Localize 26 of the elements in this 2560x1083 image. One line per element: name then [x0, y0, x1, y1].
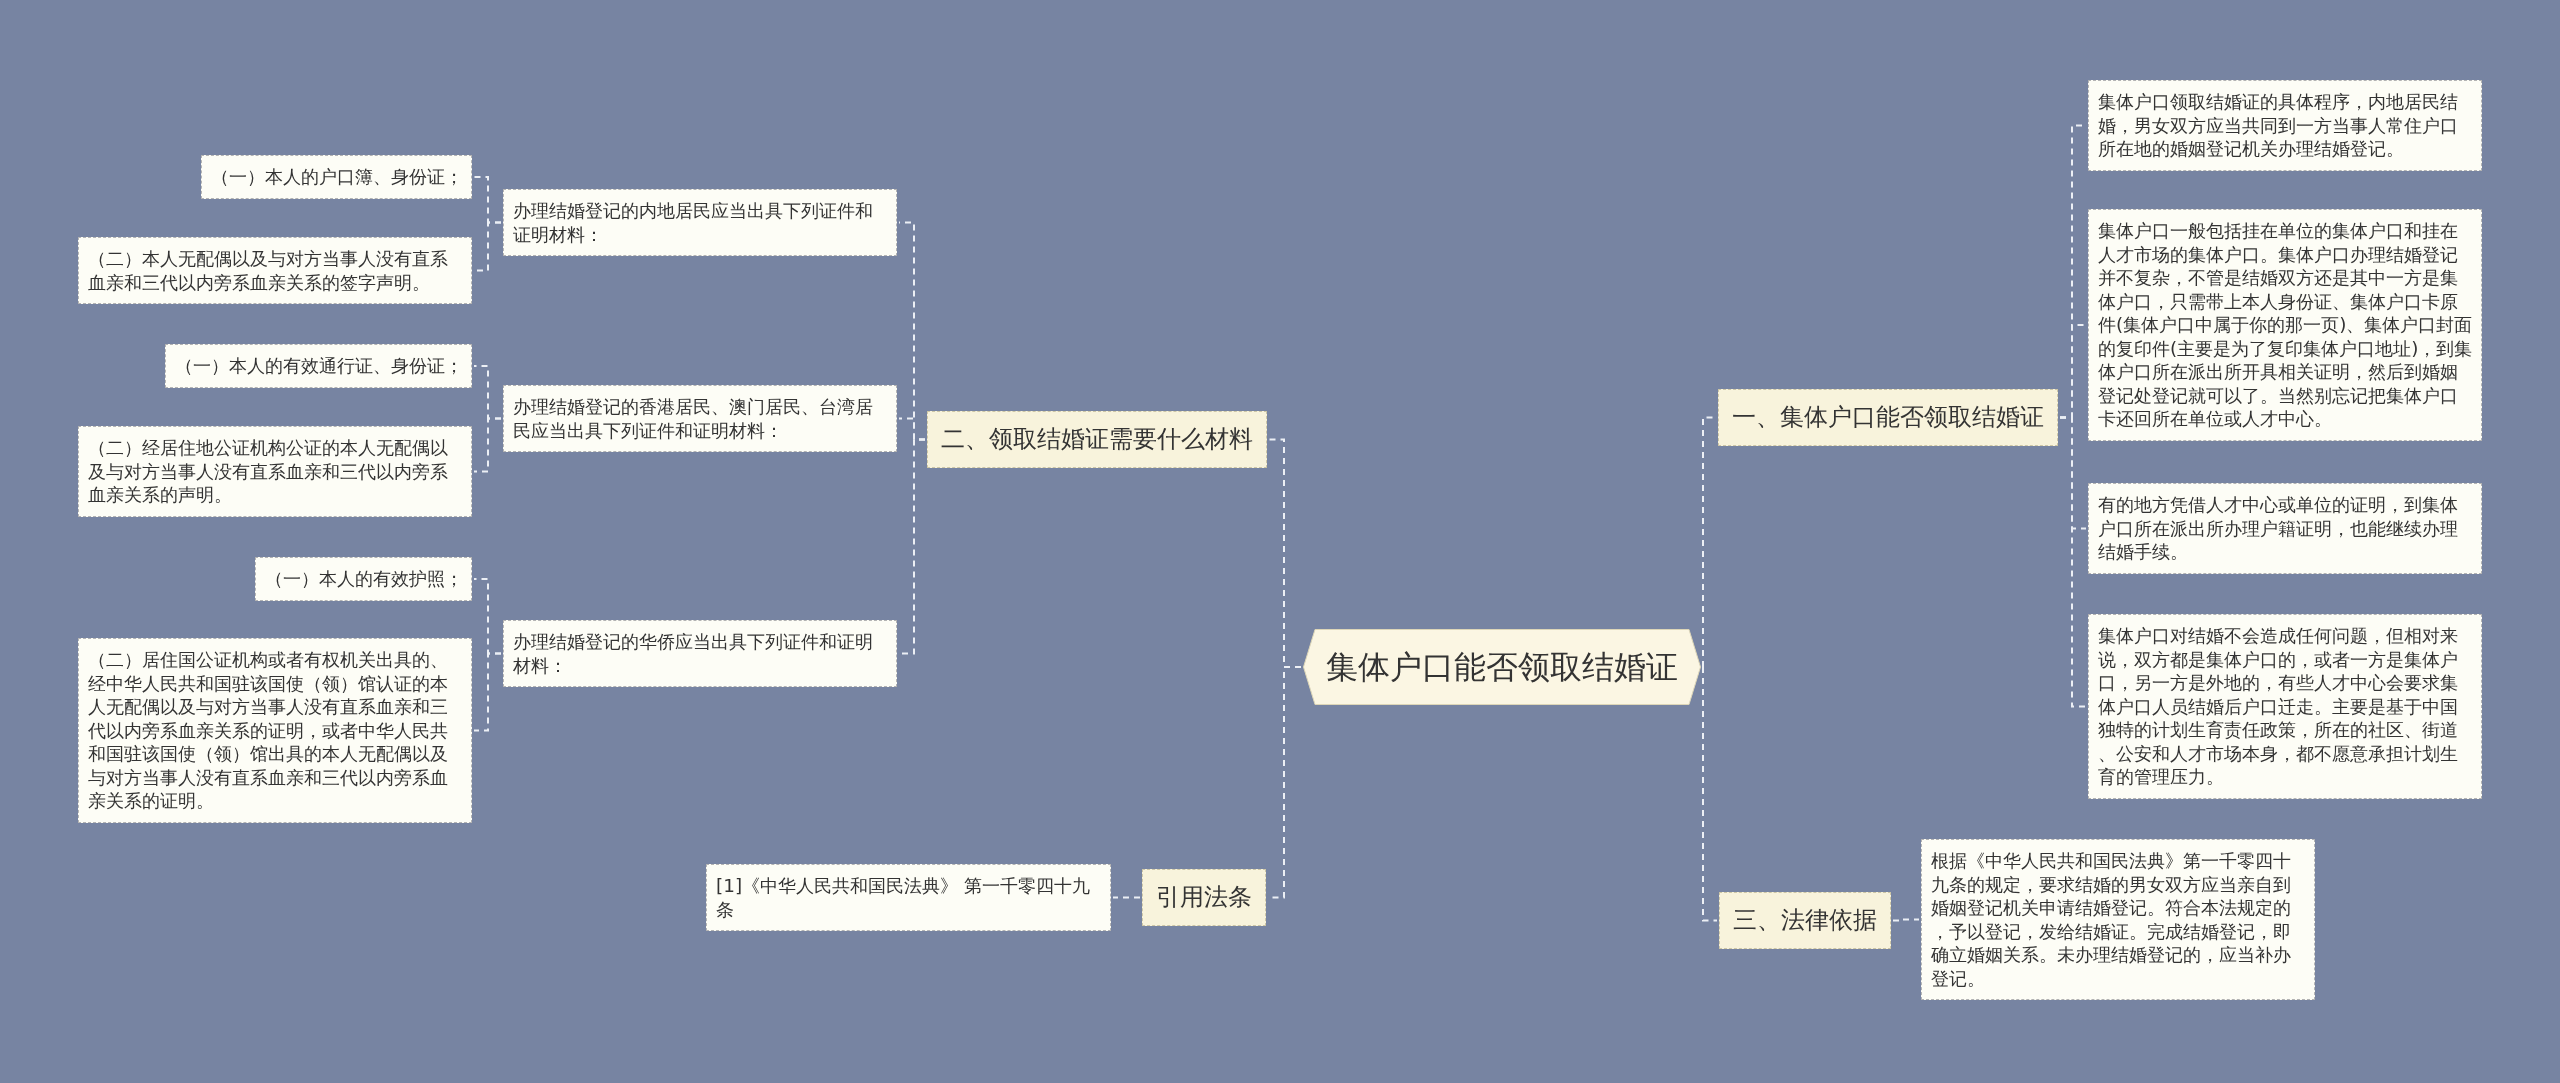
note-box: （二）本人无配偶以及与对方当事人没有直系血亲和三代以内旁系血亲关系的签字声明。 [78, 237, 472, 304]
connector-line [1112, 896, 1141, 899]
connector-line [473, 417, 502, 473]
note-box: （一）本人的有效通行证、身份证； [165, 344, 472, 388]
note-box: 办理结婚登记的内地居民应当出具下列证件和证明材料： [503, 189, 897, 256]
topic-hexagon: 集体户口能否领取结婚证 [1303, 629, 1701, 705]
connector-line [1892, 918, 1920, 922]
topic-box: 引用法条 [1142, 869, 1266, 926]
note-box: 集体户口一般包括挂在单位的集体户口和挂在人才市场的集体户口。集体户口办理结婚登记并不复杂，不管是结婚双方还是其中一方是集体户口，只需带上本人身份证、集体户口卡原件(集体户口中属于你的那一页)、集体户口封面的复印件(主要是为了复印集体户口地址)，到集体户口所在派出所开具相关证明，然后到婚姻登记处登记就可以了。当然别忘记把集体户口卡还回所在单位或人才中心。 [2088, 209, 2482, 441]
connector-line [2059, 416, 2087, 708]
connector-line [473, 652, 502, 732]
note-box: 办理结婚登记的华侨应当出具下列证件和证明材料： [503, 620, 897, 687]
topic-box: 二、领取结婚证需要什么材料 [927, 411, 1267, 468]
connector-line [1702, 666, 1718, 922]
topic-box: 三、法律依据 [1719, 892, 1891, 949]
note-box: 根据《中华人民共和国民法典》第一千零四十九条的规定，要求结婚的男女双方应当亲自到婚姻登记机关申请结婚登记。符合本法规定的，予以登记，发给结婚证。完成结婚登记，即确立婚姻关系。未办理结婚登记的，应当补办登记。 [1921, 839, 2315, 1000]
note-box: 办理结婚登记的香港居民、澳门居民、台湾居民应当出具下列证件和证明材料： [503, 385, 897, 452]
note-box: 集体户口对结婚不会造成任何问题，但相对来说，双方都是集体户口的，或者一方是集体户口，另一方是外地的，有些人才中心会要求集体户口人员结婚后户口迁走。主要是基于中国独特的计划生育责任政策，所在的社区、街道、公安和人才市场本身，都不愿意承担计划生育的管理压力。 [2088, 614, 2482, 799]
note-box: （二）经居住地公证机构公证的本人无配偶以及与对方当事人没有直系血亲和三代以内旁系血亲关系的声明。 [78, 426, 472, 517]
note-box: [1]《中华人民共和国民法典》 第一千零四十九条 [706, 864, 1111, 931]
topic-box: 一、集体户口能否领取结婚证 [1718, 389, 2058, 446]
note-box: （二）居住国公证机构或者有权机关出具的、经中华人民共和国驻该国使（领）馆认证的本人无配偶以及与对方当事人没有直系血亲和三代以内旁系血亲关系的证明，或者中华人民共和国驻该国使（领）馆出具的本人无配偶以及与对方当事人没有直系血亲和三代以内旁系血亲关系的证明。 [78, 638, 472, 823]
note-box: （一）本人的有效护照； [255, 557, 472, 601]
note-box: （一）本人的户口簿、身份证； [201, 155, 472, 199]
note-box: 有的地方凭借人才中心或单位的证明，到集体户口所在派出所办理户籍证明，也能继续办理结婚手续。 [2088, 483, 2482, 574]
note-box: 集体户口领取结婚证的具体程序，内地居民结婚，男女双方应当共同到一方当事人常住户口所在地的婚姻登记机关办理结婚登记。 [2088, 80, 2482, 171]
